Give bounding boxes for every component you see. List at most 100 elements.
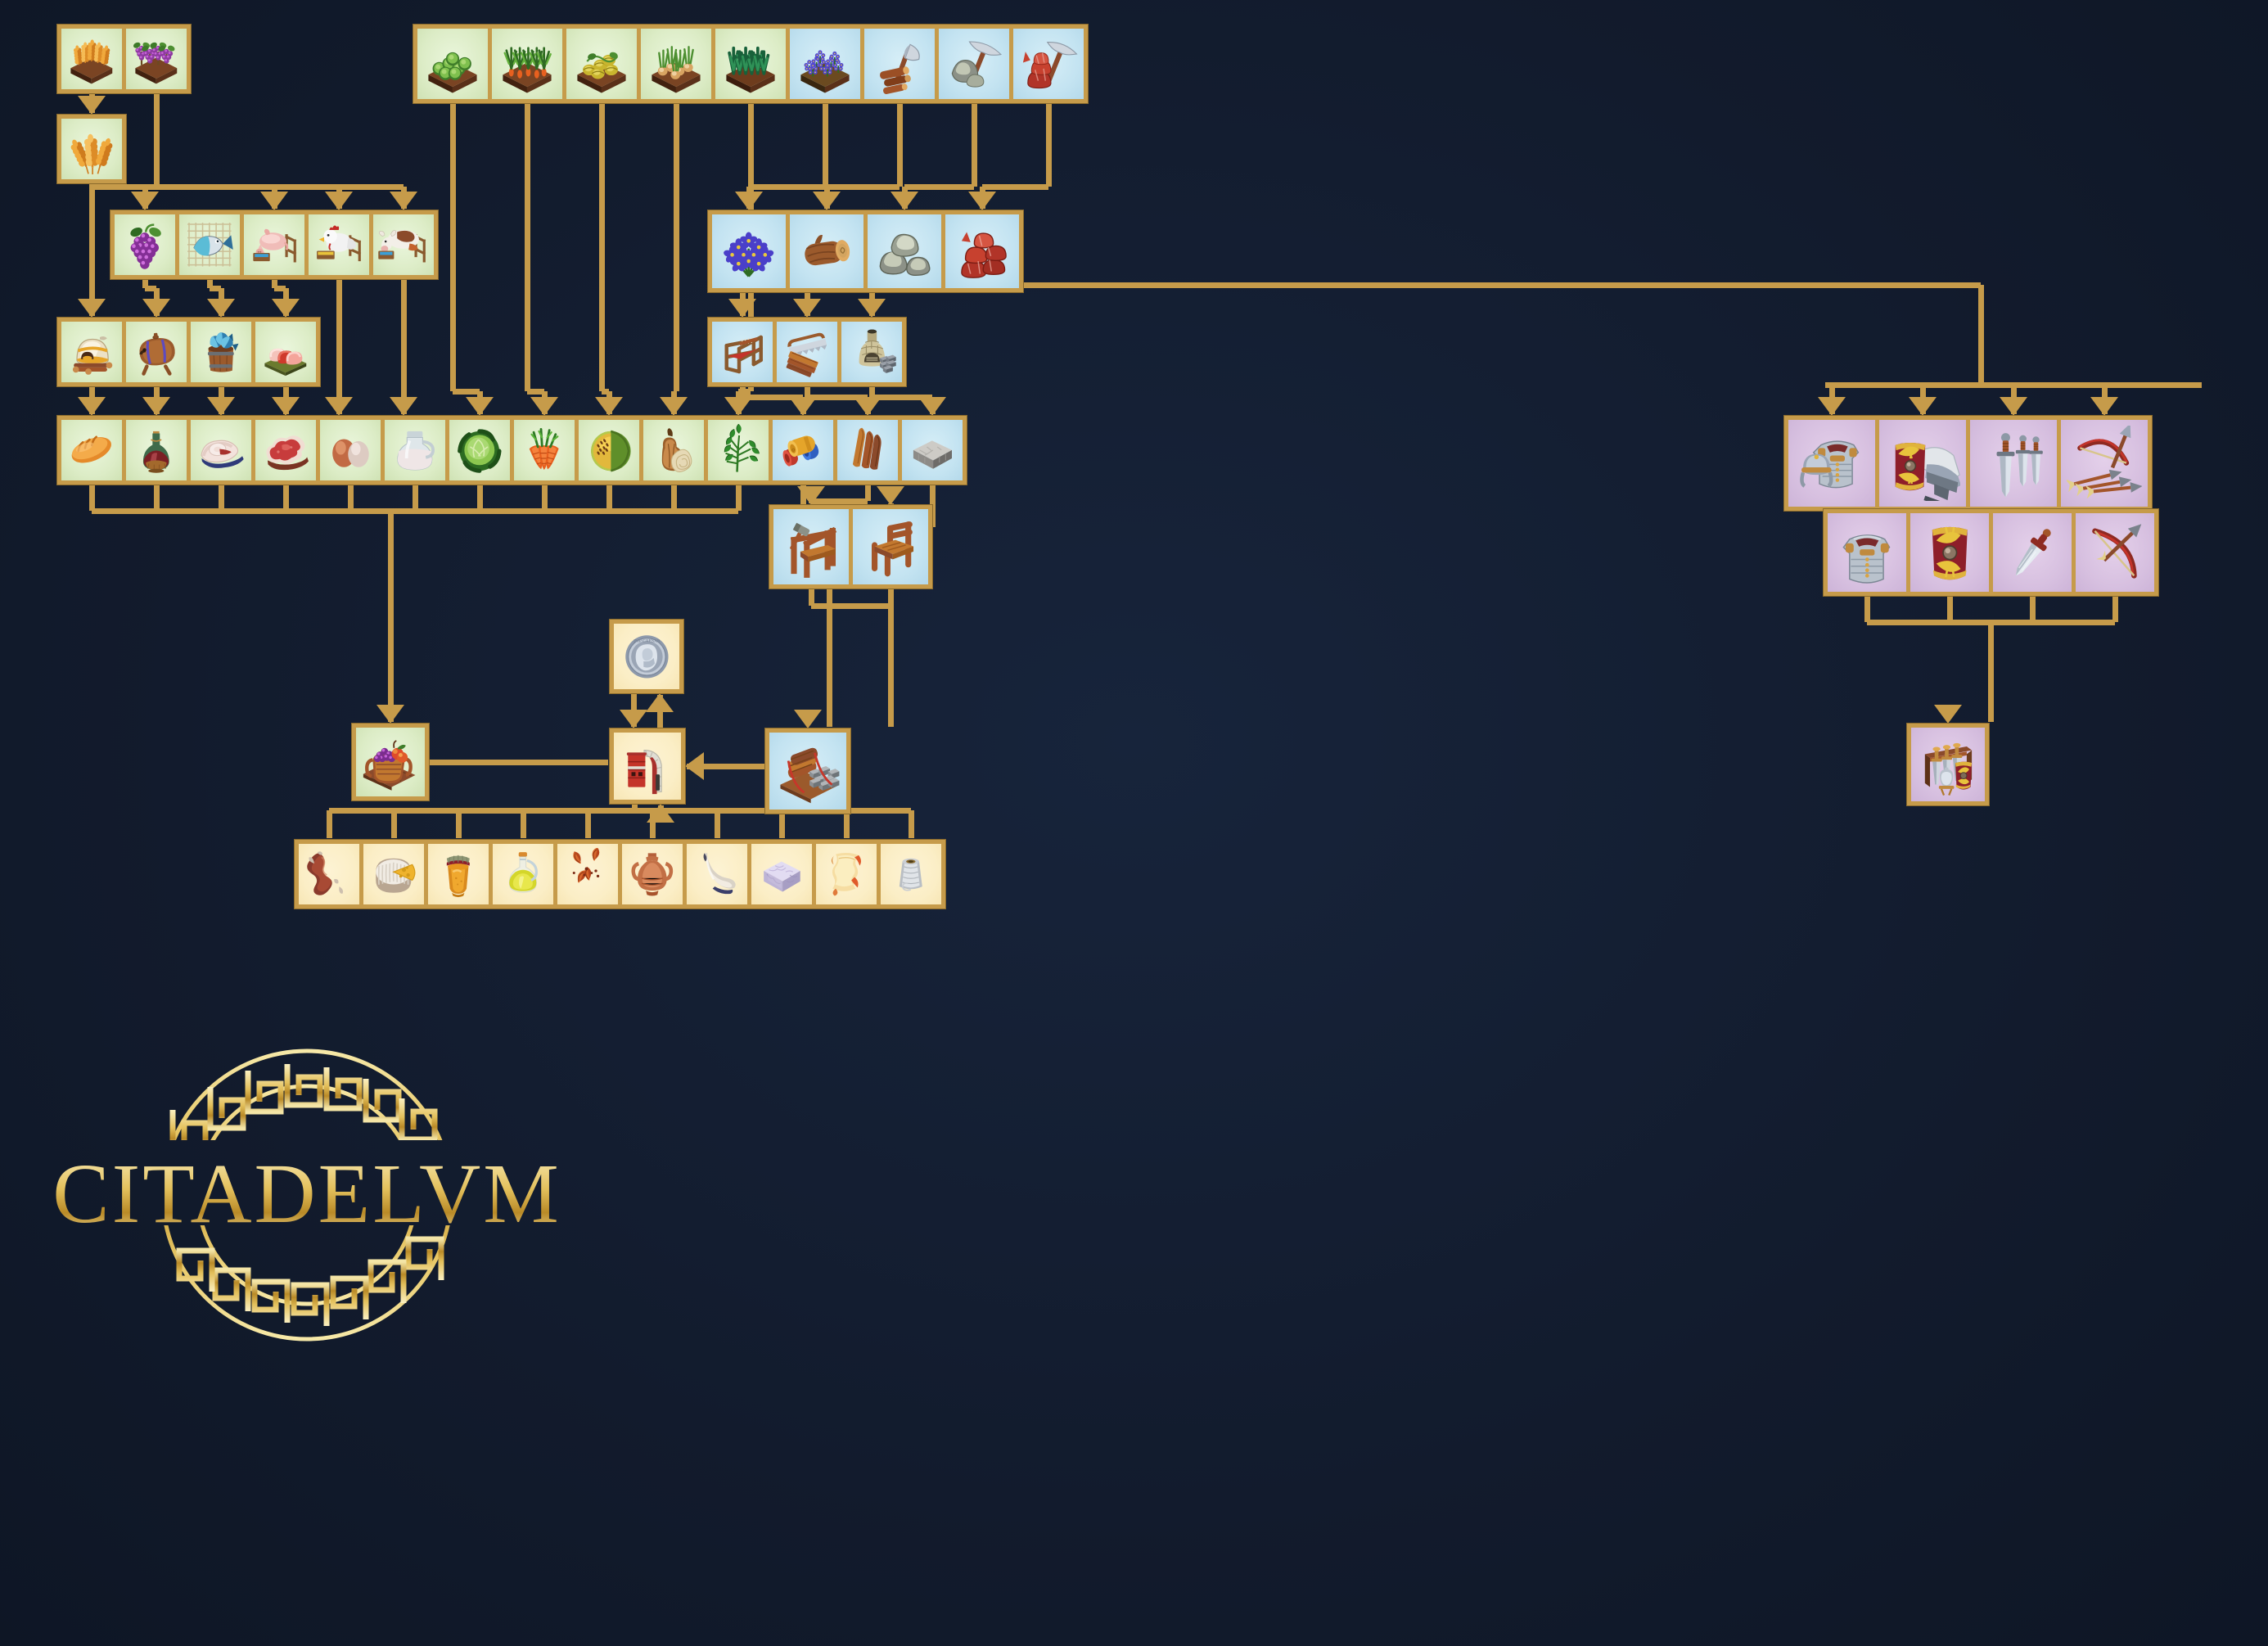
armourer-icon[interactable] — [1788, 420, 1875, 507]
winery-icon[interactable] — [126, 322, 187, 382]
connector-segment — [631, 804, 638, 810]
fish-icon[interactable] — [191, 420, 251, 480]
melon-icon[interactable] — [579, 420, 639, 480]
herb-farm-icon[interactable] — [715, 29, 786, 99]
stone-quarry-icon[interactable] — [939, 29, 1009, 99]
cattle-farm-icon[interactable] — [373, 214, 434, 275]
connector-segment — [88, 485, 95, 511]
bakery-icon[interactable] — [61, 322, 122, 382]
connector-arrow — [858, 299, 886, 318]
connector-segment — [1864, 596, 1870, 622]
fish-salting-icon[interactable] — [191, 322, 251, 382]
meat-icon[interactable] — [255, 420, 316, 480]
eggs-icon[interactable] — [320, 420, 381, 480]
connector-arrow — [646, 693, 674, 712]
connector-arrow — [728, 299, 756, 318]
cabbage-farm-icon[interactable] — [417, 29, 488, 99]
connector-segment — [2112, 596, 2118, 622]
connector-segment — [455, 810, 462, 838]
connector-arrow — [78, 397, 106, 416]
woodcutter-camp-icon[interactable] — [864, 29, 935, 99]
carrots-icon[interactable] — [514, 420, 575, 480]
swordsmith-icon[interactable] — [1970, 420, 2057, 507]
papyrus-icon[interactable] — [816, 844, 877, 904]
connector-segment — [826, 527, 832, 727]
fabric-icon[interactable] — [773, 420, 833, 480]
connector-segment — [982, 282, 1981, 288]
grain-icon[interactable] — [61, 119, 122, 179]
timber-log-icon[interactable] — [790, 214, 863, 288]
carpenter-icon[interactable] — [773, 509, 849, 584]
connector-arrow — [968, 192, 996, 210]
denarius-coin-icon[interactable]: IMP CAESAR — [614, 624, 679, 689]
bowyer-icon[interactable] — [2061, 420, 2148, 507]
connector-segment — [929, 485, 936, 527]
connector-arrow — [390, 192, 417, 210]
lorica-armour-icon[interactable] — [1828, 513, 1906, 592]
butcher-icon[interactable] — [255, 322, 316, 382]
cheese-icon[interactable] — [363, 844, 424, 904]
connector-segment — [634, 807, 808, 814]
flax-icon[interactable] — [712, 214, 786, 288]
grape-harvest-icon[interactable] — [115, 214, 175, 275]
vineyard-farm-icon[interactable] — [126, 29, 187, 89]
sawmill-icon[interactable] — [777, 322, 837, 382]
brickworks-icon[interactable] — [841, 322, 902, 382]
pig-farm-icon[interactable] — [244, 214, 304, 275]
ivory-icon[interactable] — [687, 844, 747, 904]
scutum-shield-icon[interactable] — [1910, 513, 1989, 592]
market-group — [610, 728, 685, 804]
connector-arrow — [794, 710, 822, 728]
armoury-icon[interactable] — [1911, 728, 1985, 801]
connector-segment — [982, 183, 1048, 190]
connector-segment — [1988, 622, 1994, 722]
milk-icon[interactable] — [385, 420, 445, 480]
r3-workshops-group — [708, 318, 906, 386]
connector-segment — [347, 485, 354, 511]
melon-farm-icon[interactable] — [566, 29, 637, 99]
spices-icon[interactable] — [557, 844, 618, 904]
planks-icon[interactable] — [837, 420, 898, 480]
pottery-icon[interactable] — [622, 844, 683, 904]
onion-icon[interactable] — [643, 420, 704, 480]
connector-segment — [88, 183, 95, 316]
shieldwright-icon[interactable] — [1879, 420, 1966, 507]
chicken-coop-icon[interactable] — [309, 214, 369, 275]
bread-icon[interactable] — [61, 420, 122, 480]
cabbage-icon[interactable] — [449, 420, 510, 480]
connector-arrow — [735, 192, 763, 210]
trade-gate-icon[interactable] — [614, 733, 681, 800]
weaver-icon[interactable] — [712, 322, 773, 382]
r-military-top-group — [1784, 416, 2152, 511]
connector-segment — [807, 394, 868, 400]
olive-oil-icon[interactable] — [493, 844, 553, 904]
carrot-farm-icon[interactable] — [492, 29, 562, 99]
furniture-icon[interactable] — [853, 509, 928, 584]
wine-icon[interactable] — [126, 420, 187, 480]
connector-arrow — [2000, 397, 2027, 416]
clay-icon[interactable] — [945, 214, 1019, 288]
building-materials-icon[interactable] — [769, 733, 846, 809]
connector-arrow — [260, 192, 288, 210]
r3-foodworks-group — [57, 318, 320, 386]
svg-text:IMP CAESAR: IMP CAESAR — [634, 638, 661, 643]
herbs-icon[interactable] — [708, 420, 769, 480]
connector-arrow — [877, 486, 904, 505]
leather-icon[interactable] — [299, 844, 359, 904]
connector-segment — [92, 183, 404, 190]
connector-segment — [400, 279, 407, 414]
onion-farm-icon[interactable] — [641, 29, 711, 99]
gladius-sword-icon[interactable] — [1993, 513, 2072, 592]
marble-icon[interactable] — [751, 844, 812, 904]
fishery-icon[interactable] — [179, 214, 240, 275]
stone-icon[interactable] — [868, 214, 941, 288]
bow-icon[interactable] — [2076, 513, 2154, 592]
food-basket-icon[interactable] — [356, 728, 425, 796]
bricks-icon[interactable] — [902, 420, 963, 480]
honey-icon[interactable] — [428, 844, 489, 904]
flax-farm-icon[interactable] — [790, 29, 860, 99]
wheat-farm-icon[interactable] — [61, 29, 122, 89]
silk-icon[interactable] — [881, 844, 941, 904]
clay-pit-icon[interactable] — [1013, 29, 1084, 99]
